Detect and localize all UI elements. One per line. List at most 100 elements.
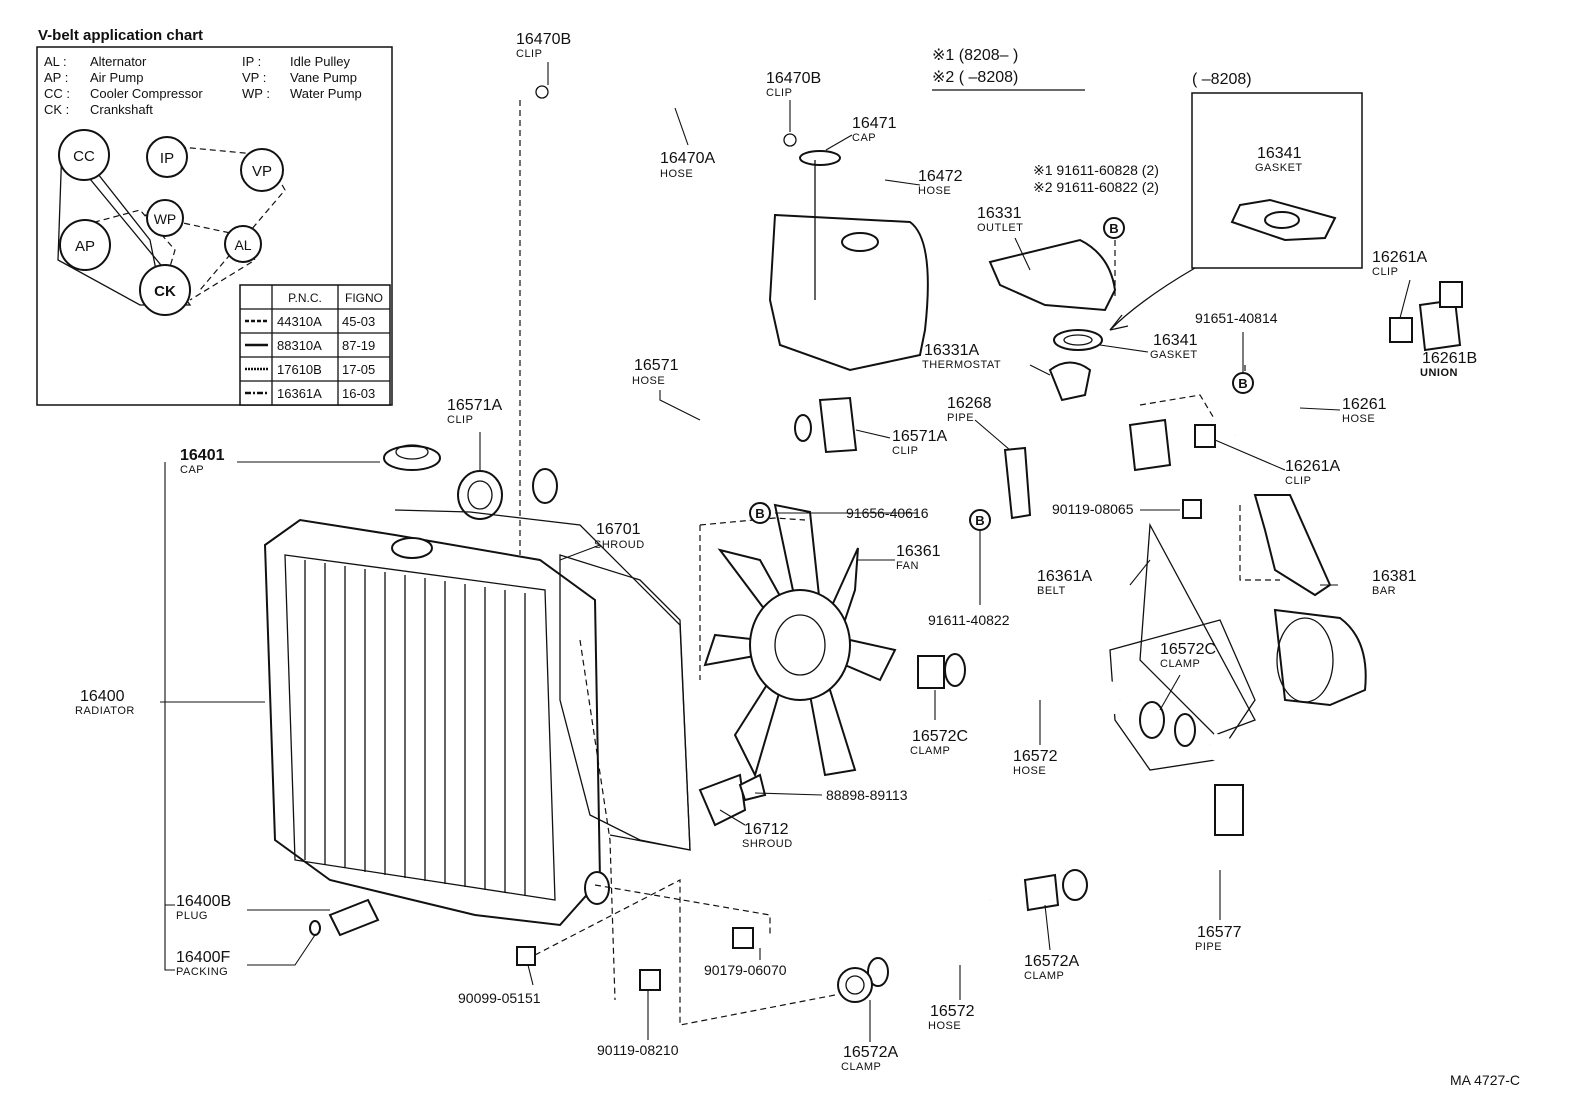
legend-name: Alternator [90,54,147,69]
part-number-label: 88898-89113 [826,787,908,803]
part-name-label: CLIP [766,87,792,99]
part-number-label: 16572 [1013,748,1058,765]
part-number-label: 16361A [1037,568,1092,585]
pnc-table: P.N.C. FIGNO 44310A 45-03 88310A 87-19 1… [239,284,391,406]
pulley-ck-label: CK [154,283,176,300]
legend-name: Vane Pump [290,70,357,85]
bolt-90119-08210-shape [639,969,661,991]
part-name-label: BELT [1037,585,1066,597]
part-number-label: 16331A [924,342,979,359]
part-number-label: 16577 [1197,924,1242,941]
part-name-label: CAP [852,132,876,144]
part-number-label: ※1 91611-60828 (2) [1033,162,1159,178]
part-name-label: PACKING [176,966,228,978]
part-number-label: 16341 [1257,145,1302,162]
bar-16381-shape [1253,494,1332,597]
part-number-label: 16572A [1024,953,1079,970]
part-number-label: 91656-40616 [846,505,929,521]
part-number-label: 16701 [596,521,641,538]
part-labels: 16470B CLIP 16470B CLIP 16470A HOSE 1647… [75,31,1477,1073]
legend-name: Cooler Compressor [90,86,203,101]
note-1: ※1 (8208– ) [932,47,1018,64]
part-number-label: 91651-40814 [1195,310,1278,326]
table-cell-pnc: 88310A [277,338,322,353]
part-name-label: HOSE [1342,413,1375,425]
thermostat-16331A-shape [1048,361,1092,402]
cap-16471-shape [799,150,841,166]
ref-mark-b: B [755,506,764,521]
radiator-16400-shape [263,518,610,927]
part-number-label: 16400F [176,949,230,966]
legend-code: VP : [242,70,266,85]
part-name-label: OUTLET [977,222,1023,234]
part-name-label: CLIP [447,414,473,426]
part-name-label: RADIATOR [75,705,135,717]
part-number-label: 16571A [892,428,947,445]
part-name-label: SHROUD [742,838,793,850]
part-number-label: 16400B [176,893,231,910]
table-cell-pnc: 16361A [277,386,322,401]
part-name-label: CLAMP [910,745,950,757]
table-cell-figno: 17-05 [342,362,375,377]
part-name-label: CLIP [516,48,542,60]
part-number-label: 16261A [1372,249,1427,266]
clip-16571A-left-shape [457,470,503,520]
part-number-label: 16572A [843,1044,898,1061]
part-number-label: 16471 [852,115,897,132]
part-name-label: HOSE [918,185,951,197]
part-name-label: CLIP [892,445,918,457]
cap-16401-shape [383,445,441,471]
note-2: ※2 ( –8208) [932,69,1018,86]
part-name-label: HOSE [660,168,693,180]
part-name-label: UNION [1420,367,1458,379]
part-number-label: 16361 [896,543,941,560]
clip-16261A-top-shape [1389,317,1413,343]
vbelt-chart-title: V-belt application chart [38,27,203,44]
part-name-label: GASKET [1150,349,1198,361]
part-number-label: 16572C [912,728,968,745]
legend-code: WP : [242,86,270,101]
assembly-dashed-lines [519,100,1280,1026]
legend-name: Idle Pulley [290,54,350,69]
part-number-label: ※2 91611-60822 (2) [1033,179,1159,195]
part-number-label: 16572 [930,1003,975,1020]
plug-16400B-shape [328,898,380,937]
legend-name: Air Pump [90,70,143,85]
legend-name: Crankshaft [90,102,153,117]
part-number-label: 16572C [1160,641,1216,658]
clamp-16572A-bot-shape [837,967,873,1003]
legend-code: AP : [44,70,68,85]
part-number-label: 91611-40822 [928,612,1010,628]
part-number-label: 90179-06070 [704,962,787,978]
part-number-label: 90119-08210 [597,1042,679,1058]
table-cell-pnc: 44310A [277,314,322,329]
gasket-16341-shape [1053,329,1103,351]
part-number-label: 16470B [516,31,571,48]
pulley-al-label: AL [234,237,251,253]
table-cell-pnc: 17610B [277,362,322,377]
clamp-16572C-right-shape [1139,701,1165,739]
legend-code: CC : [44,86,70,101]
part-name-label: BAR [1372,585,1396,597]
clip-16261A-bot-shape [1194,424,1216,448]
part-name-label: SHROUD [594,539,645,551]
part-number-label: 16470B [766,70,821,87]
part-name-label: PLUG [176,910,208,922]
fan-16361-shape [703,503,897,778]
part-name-label: CLIP [1285,475,1311,487]
part-number-label: 16261 [1342,396,1387,413]
table-header-pnc: P.N.C. [288,291,322,305]
legend-code: IP : [242,54,261,69]
grommet-90179-06070-shape [732,927,754,949]
part-name-label: THERMOSTAT [922,359,1001,371]
part-number-label: 16261A [1285,458,1340,475]
applicability-notes: ※1 (8208– ) ※2 ( –8208) [932,47,1085,91]
part-name-label: CAP [180,464,204,476]
clip-16470B-top-shape [535,85,549,99]
part-name-label: CLAMP [1160,658,1200,670]
part-number-label: 16571 [634,357,679,374]
legend-code: CK : [44,102,69,117]
part-number-label: 16261B [1422,350,1477,367]
legend-name: Water Pump [290,86,362,101]
clamp-16572C-left-shape [944,653,966,687]
